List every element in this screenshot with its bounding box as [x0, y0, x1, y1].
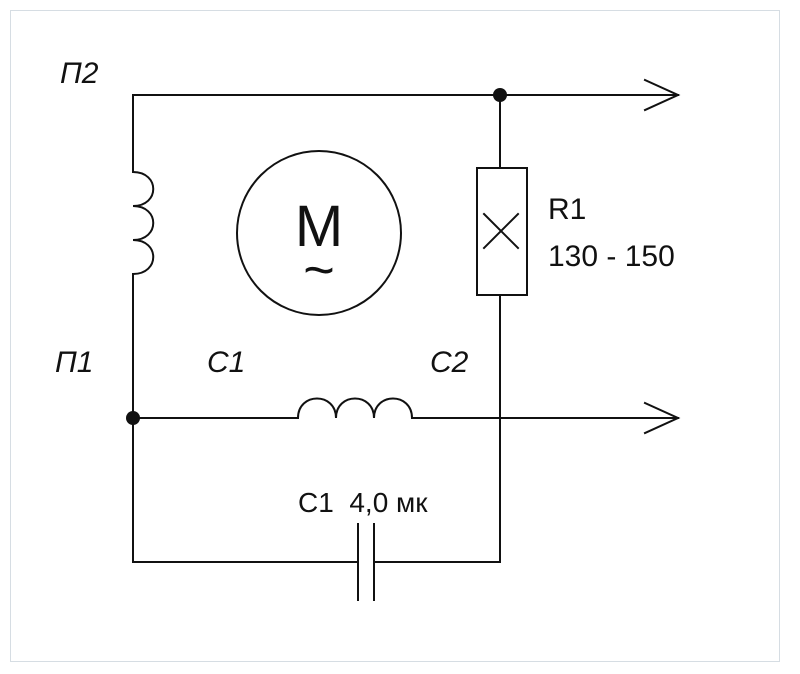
resistor-cross-b	[482, 212, 520, 250]
label-c2-winding: C2	[430, 346, 469, 379]
coil-icon	[131, 170, 155, 276]
motor-letter: M	[295, 194, 343, 259]
arrow-right-icon	[643, 401, 681, 435]
coil-icon	[296, 397, 414, 420]
resistor-box-icon	[476, 167, 528, 296]
motor-tilde: ~	[303, 240, 335, 300]
arrow-right-icon	[643, 78, 681, 112]
capacitor-label: C1 4,0 мк	[298, 487, 428, 518]
resistor-value: 130 - 150	[548, 240, 675, 273]
diagram-frame	[10, 10, 780, 662]
label-c1-winding: C1	[207, 346, 245, 379]
resistor-name: R1	[548, 193, 586, 226]
label-p1: П1	[55, 346, 93, 379]
label-p2: П2	[60, 57, 99, 90]
motor-circle-icon	[236, 150, 402, 316]
